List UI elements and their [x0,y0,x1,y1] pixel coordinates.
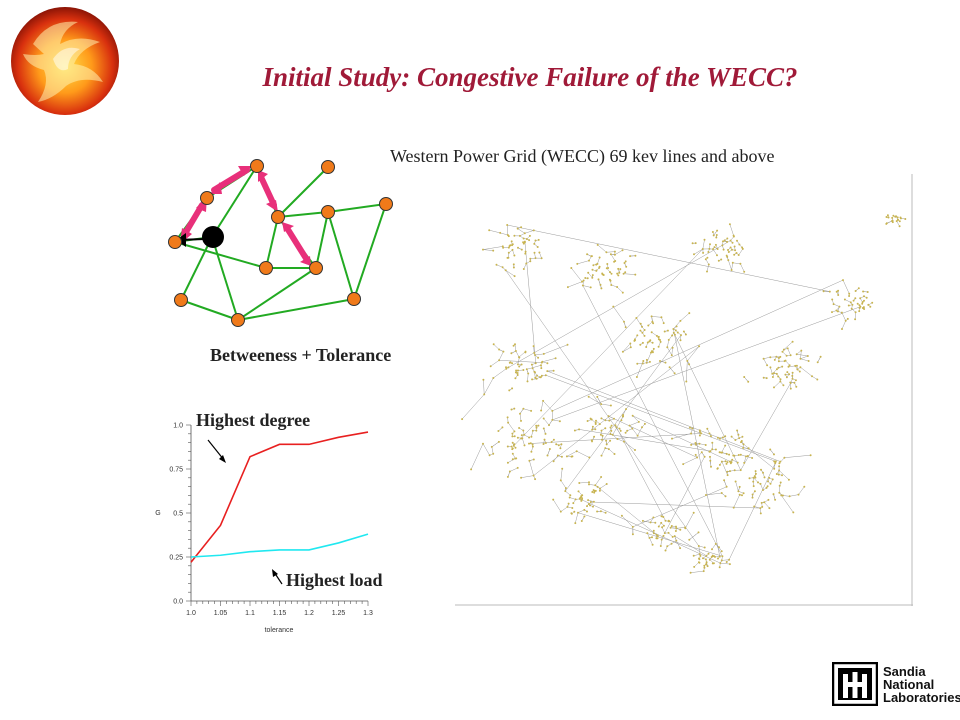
highest-load-label: Highest load [286,570,383,590]
x-tick-label: 1.3 [363,610,373,617]
network-diagram [160,150,400,340]
x-tick-label: 1.0 [186,610,196,617]
wecc-grid-map [455,174,913,606]
y-tick-label: 0.25 [169,555,183,562]
x-tick-label: 1.15 [273,610,287,617]
logo-line-2: National [883,677,935,692]
series-line-1 [190,431,369,563]
series-line-2 [190,533,369,558]
annotation-arrows [207,439,283,585]
y-tick-label: 0.75 [169,467,183,474]
y-tick-label: 1.0 [173,423,183,430]
grid-substations [461,214,907,574]
tolerance-chart: 1.0 1.05 1.1 1.15 1.2 1.25 1.3 0.0 0.25 0.5 0.75 1… [150,400,380,640]
map-caption: Western Power Grid (WECC) 69 kev lines a… [390,146,775,166]
logo-line-1: Sandia [883,664,926,679]
logo-line-3: Laboratories [883,690,960,705]
x-axis-label: tolerance [265,627,294,634]
grid-lines [461,215,906,573]
network-caption: Betweeness + Tolerance [210,345,392,365]
sandia-thunderbird-icon [831,661,879,707]
phoenix-logo [8,4,123,119]
y-axis-label: G [155,510,160,517]
slide-title: Initial Study: Congestive Failure of the… [262,62,798,92]
y-tick-label: 0.5 [173,511,183,518]
y-tick-label: 0.0 [173,599,183,606]
x-tick-label: 1.25 [332,610,346,617]
sandia-logo [831,661,950,712]
x-tick-label: 1.1 [245,610,255,617]
highest-degree-label: Highest degree [196,410,311,430]
sandia-wordmark: Sandia National Laboratories [883,665,960,704]
x-tick-label: 1.05 [214,610,228,617]
x-tick-label: 1.2 [304,610,314,617]
